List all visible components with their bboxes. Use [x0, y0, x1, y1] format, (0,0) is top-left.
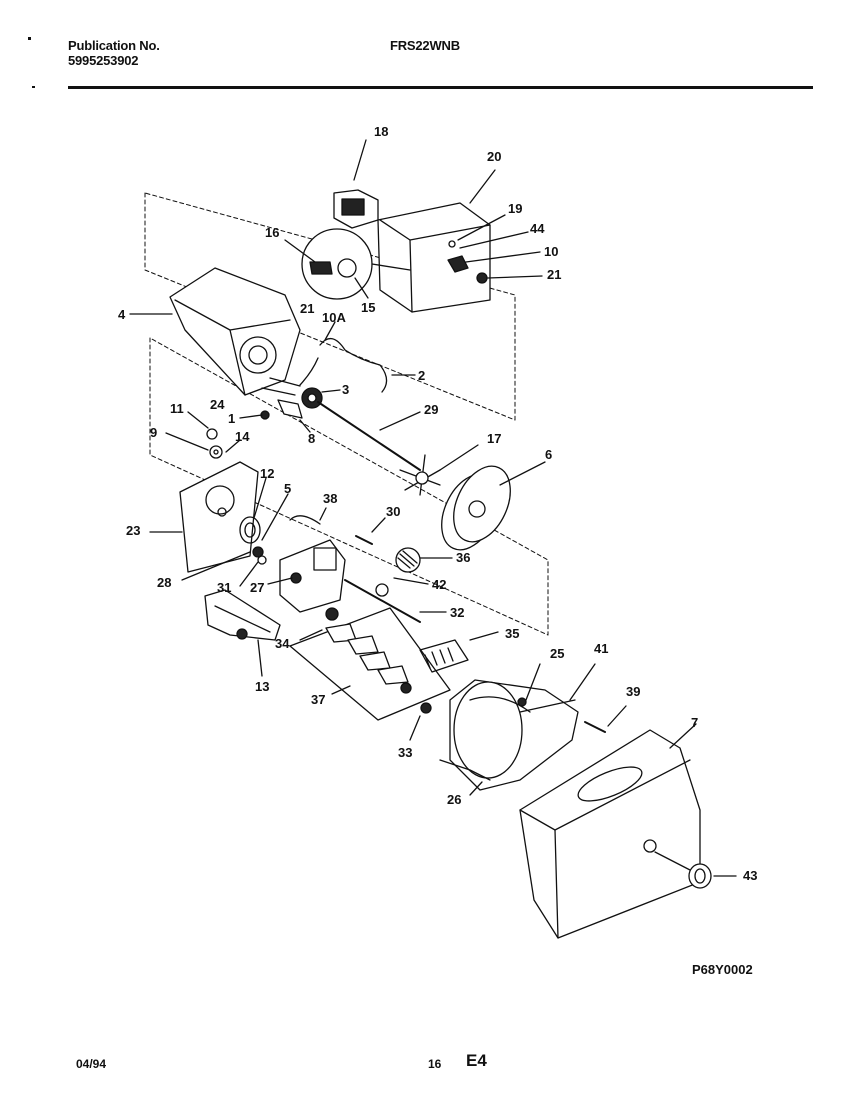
- part-6-wheel: [441, 461, 546, 551]
- callout-11: 11: [170, 401, 184, 416]
- callout-37: 37: [311, 692, 325, 707]
- callout-8: 8: [308, 431, 315, 446]
- part-34-37-linkage: [289, 607, 451, 721]
- callout-14: 14: [235, 429, 250, 444]
- callout-3: 3: [342, 382, 349, 397]
- publication-number: 5995253902: [68, 53, 139, 68]
- part-25-26-motor-housing: [439, 663, 596, 796]
- drawing-code: P68Y0002: [692, 962, 753, 977]
- callout-2: 2: [418, 368, 425, 383]
- part-32-42-rod: [344, 577, 447, 623]
- callout-21b: 21: [300, 301, 314, 316]
- callout-34: 34: [275, 636, 290, 651]
- callout-20: 20: [487, 149, 501, 164]
- callout-36: 36: [456, 550, 470, 565]
- callout-27: 27: [250, 580, 264, 595]
- part-15-16-lamp: [284, 228, 411, 300]
- publication-label: Publication No.: [68, 38, 160, 53]
- callout-7: 7: [691, 715, 698, 730]
- callout-10A: 10A: [322, 310, 346, 325]
- header-rule: [68, 86, 813, 89]
- callout-13: 13: [255, 679, 269, 694]
- part-36-spring: [395, 547, 453, 573]
- callout-26: 26: [447, 792, 461, 807]
- callout-29: 29: [424, 402, 438, 417]
- callout-30: 30: [386, 504, 400, 519]
- part-35-solenoid: [419, 631, 499, 673]
- part-23-mounting-plate: [149, 461, 259, 573]
- part-17-impeller: [399, 444, 479, 496]
- callout-5: 5: [284, 481, 291, 496]
- callout-39: 39: [626, 684, 640, 699]
- callout-9: 9: [150, 425, 157, 440]
- part-43-knob: [654, 851, 737, 889]
- callout-1: 1: [228, 411, 235, 426]
- callout-15: 15: [361, 300, 375, 315]
- part-33-washer: [409, 702, 432, 741]
- callout-41: 41: [594, 641, 608, 656]
- callout-33: 33: [398, 745, 412, 760]
- part-30-screw: [355, 517, 386, 545]
- small-hardware-right: [447, 214, 543, 284]
- callout-32: 32: [450, 605, 464, 620]
- part-7-front-cover: [519, 723, 701, 939]
- callout-6: 6: [545, 447, 552, 462]
- scan-mark-top: [28, 37, 31, 40]
- part-12-5-rings: [239, 477, 289, 544]
- callout-24: 24: [210, 397, 225, 412]
- callout-18: 18: [374, 124, 388, 139]
- callout-17: 17: [487, 431, 501, 446]
- scan-mark-side: [32, 86, 35, 88]
- part-28-31-small: [181, 546, 267, 587]
- part-4-housing: [129, 267, 301, 396]
- callout-35: 35: [505, 626, 519, 641]
- callout-44: 44: [530, 221, 545, 236]
- callout-21: 21: [547, 267, 561, 282]
- callout-38: 38: [323, 491, 337, 506]
- footer-page-number: 16: [428, 1057, 442, 1071]
- callout-42: 42: [432, 577, 446, 592]
- callout-12: 12: [260, 466, 274, 481]
- callout-25: 25: [550, 646, 564, 661]
- callout-31: 31: [217, 580, 231, 595]
- callout-4: 4: [118, 307, 126, 322]
- part-20-cover: [377, 169, 496, 313]
- part-9-11-14-washers: [165, 411, 241, 459]
- part-2-10A-wires: [299, 321, 416, 393]
- callout-43: 43: [743, 868, 757, 883]
- part-13-flap: [204, 589, 281, 677]
- footer-date: 04/94: [76, 1057, 107, 1071]
- part-27-38-bracket: [267, 507, 346, 613]
- callout-16: 16: [265, 225, 279, 240]
- footer-section-code: E4: [466, 1051, 487, 1070]
- part-3-gear: [239, 377, 341, 433]
- callout-19: 19: [508, 201, 522, 216]
- callout-23: 23: [126, 523, 140, 538]
- model-number: FRS22WNB: [390, 38, 460, 53]
- part-18-switch: [333, 139, 379, 229]
- callout-10: 10: [544, 244, 558, 259]
- callout-28: 28: [157, 575, 171, 590]
- part-39-screw: [584, 705, 627, 733]
- part-29-auger-rod: [317, 401, 421, 471]
